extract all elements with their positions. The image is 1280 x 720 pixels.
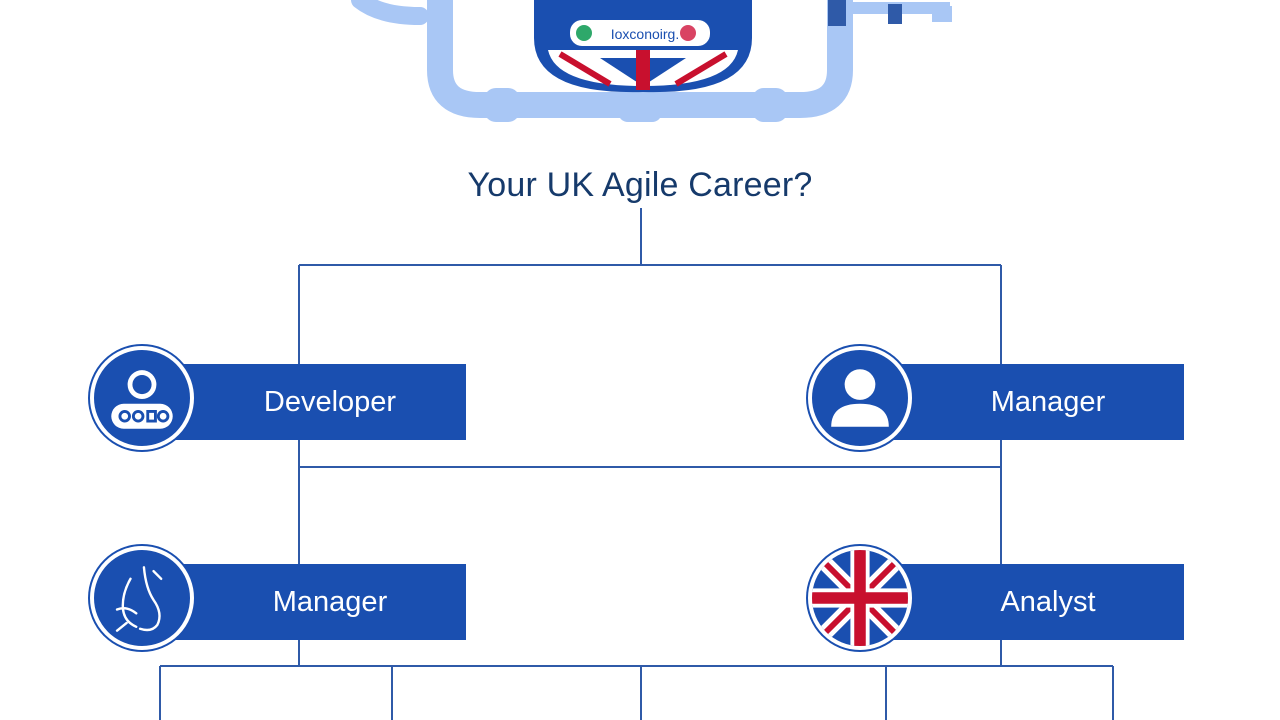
shield-badge-text: Ioxconoirg. <box>611 26 679 42</box>
developer-avatar-icon <box>90 346 194 450</box>
role-card-manager-left: Manager <box>90 546 470 652</box>
pipe-joint-left <box>484 88 520 122</box>
valve-block-2 <box>888 4 902 24</box>
uk-flag-icon <box>808 546 912 650</box>
role-card-analyst: Analyst <box>808 546 1188 652</box>
pipe-top-left <box>351 0 429 25</box>
role-label-manager-right: Manager <box>894 364 1184 440</box>
valve-block-3 <box>932 6 952 22</box>
uk-shield-icon <box>534 0 752 93</box>
manager-sketch-icon <box>90 546 194 650</box>
role-label-analyst: Analyst <box>894 564 1184 640</box>
role-card-developer: Developer <box>90 346 470 452</box>
pipe-joint-right <box>752 88 788 122</box>
pipe-joint-middle <box>618 92 662 122</box>
role-label-manager-left: Manager <box>176 564 466 640</box>
role-card-manager-right: Manager <box>808 346 1188 452</box>
valve-block-1 <box>828 0 846 26</box>
person-icon <box>808 346 912 450</box>
diagram-title: Your UK Agile Career? <box>467 166 813 204</box>
role-label-developer: Developer <box>176 364 466 440</box>
uk-shield-pipeline-illustration: Ioxconoirg. <box>351 0 952 122</box>
